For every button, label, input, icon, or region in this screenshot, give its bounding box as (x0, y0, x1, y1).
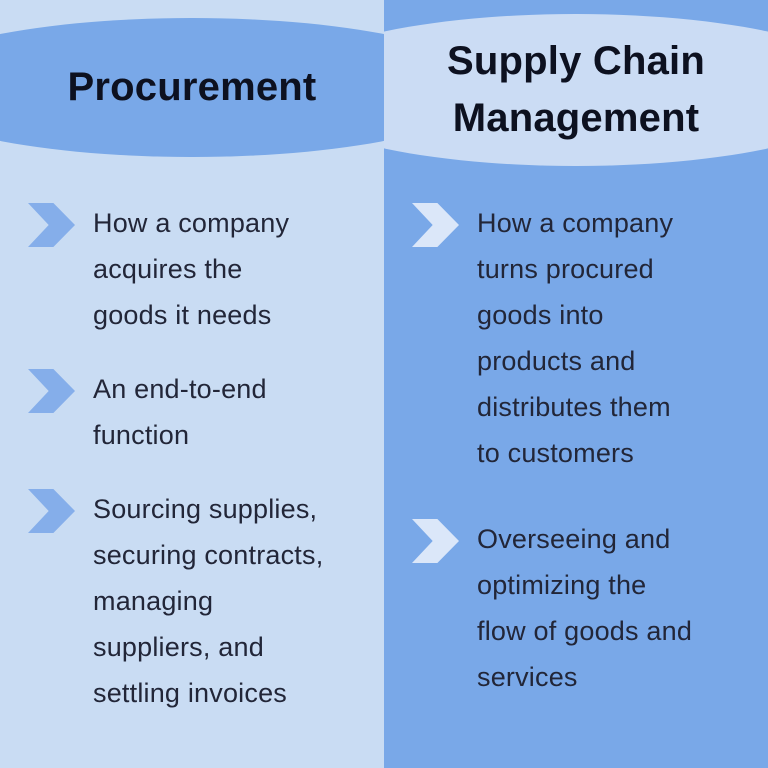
procurement-bullet-list: How a company acquires the goods it need… (28, 200, 384, 716)
header-ellipse (384, 14, 768, 166)
bullet-text: How a company acquires the goods it need… (93, 208, 290, 330)
bullet-item: Sourcing supplies, securing contracts, m… (28, 486, 384, 716)
bullet-item: How a company acquires the goods it need… (28, 200, 384, 338)
bullet-item: Overseeing and optimizing the flow of go… (412, 516, 768, 700)
procurement-title: Procurement (67, 65, 317, 109)
procurement-column: Procurement How a company acquires the g… (0, 0, 384, 768)
supply-chain-title: Supply Chain Management (447, 39, 705, 140)
bullet-item: An end-to-end function (28, 366, 384, 458)
chevron-right-icon (28, 489, 75, 533)
header-ellipse (0, 18, 384, 157)
bullet-item: How a company turns procured goods into … (412, 200, 768, 476)
supply-chain-bullet-list: How a company turns procured goods into … (412, 200, 768, 700)
supply-chain-column: Supply Chain Management How a company tu… (384, 0, 768, 768)
chevron-right-icon (28, 369, 75, 413)
bullet-text: How a company turns procured goods into … (477, 208, 674, 468)
bullet-text: Sourcing supplies, securing contracts, m… (93, 494, 324, 708)
chevron-right-icon (28, 203, 75, 247)
bullet-text: Overseeing and optimizing the flow of go… (477, 524, 693, 692)
supply-chain-header: Supply Chain Management (384, 0, 768, 172)
chevron-right-icon (412, 203, 459, 247)
bullet-text: An end-to-end function (93, 374, 267, 450)
procurement-header: Procurement (0, 0, 384, 172)
chevron-right-icon (412, 519, 459, 563)
